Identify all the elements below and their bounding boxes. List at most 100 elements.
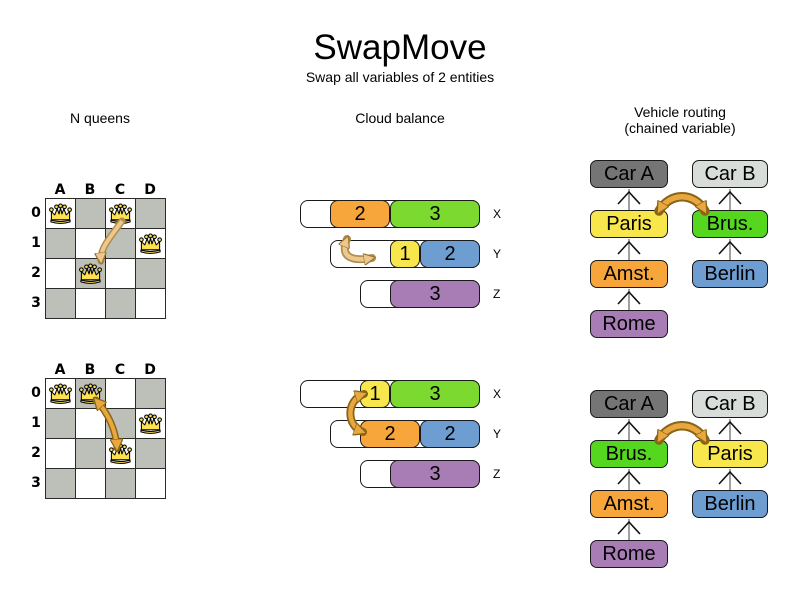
- board-column-label: A: [54, 182, 66, 198]
- section-header-nqueens: N queens: [70, 110, 130, 126]
- process-value: 1: [399, 242, 411, 265]
- board-column-label: A: [54, 362, 66, 378]
- chain-node-berlin: Berlin: [692, 260, 768, 288]
- process-value: 2: [384, 422, 396, 445]
- board-row-label: 0: [31, 385, 41, 401]
- swap-arrow-icon: [82, 386, 130, 461]
- queen-icon: [77, 262, 104, 285]
- swap-arrow-icon: [346, 385, 376, 436]
- board-column-label: B: [84, 182, 96, 198]
- computer-label: Z: [493, 467, 501, 481]
- board-cell: [136, 469, 165, 498]
- chain-node-rome: Rome: [590, 310, 668, 338]
- board-cell: [46, 439, 75, 468]
- chain-node-brus: Brus.: [692, 210, 768, 238]
- process-block: 2: [420, 420, 480, 448]
- process-value: 2: [444, 422, 456, 445]
- chain-arrow-icon: [607, 418, 651, 440]
- queen-icon: [47, 382, 74, 405]
- chain-node-carb: Car B: [692, 390, 768, 418]
- board-column-label: C: [114, 182, 126, 198]
- board-cell: [76, 469, 105, 498]
- process-block: 3: [390, 280, 480, 308]
- board-column-label: C: [114, 362, 126, 378]
- board-row-label: 3: [31, 475, 41, 491]
- process-value: 3: [429, 382, 441, 405]
- board-row-label: 2: [31, 445, 41, 461]
- swap-arrow-icon: [654, 421, 710, 445]
- chain-node-cara: Car A: [590, 390, 668, 418]
- chain-arrow-icon: [607, 188, 651, 210]
- process-value: 1: [369, 382, 381, 405]
- queen-icon: [47, 202, 74, 225]
- process-value: 3: [429, 462, 441, 485]
- chain-node-paris: Paris: [590, 210, 668, 238]
- swap-arrow-icon: [654, 192, 710, 216]
- board-cell: [46, 409, 75, 438]
- board-column-label: B: [84, 362, 96, 378]
- board-cell: [106, 289, 135, 318]
- board-cell: [136, 199, 165, 228]
- chain-arrow-icon: [607, 518, 651, 540]
- board-row-label: 1: [31, 415, 41, 431]
- chain-arrow-icon: [607, 238, 651, 260]
- board-cell: [76, 289, 105, 318]
- board-cell: [106, 259, 135, 288]
- queen-icon: [137, 412, 164, 435]
- board-grid: [45, 198, 166, 319]
- board-cell: [136, 439, 165, 468]
- board-row-label: 0: [31, 205, 41, 221]
- chain-arrow-icon: [708, 238, 752, 260]
- swap-arrow-icon: [90, 217, 126, 275]
- chain-node-brus: Brus.: [590, 440, 668, 468]
- computer-label: X: [493, 207, 502, 221]
- page-title: SwapMove: [313, 28, 487, 67]
- vehicle-header-line2: (chained variable): [624, 120, 736, 136]
- process-block: 2: [330, 200, 390, 228]
- computer-label: X: [493, 387, 502, 401]
- board-cell: [136, 289, 165, 318]
- process-value: 3: [429, 282, 441, 305]
- process-block: 3: [390, 200, 480, 228]
- computer-label: Z: [493, 287, 501, 301]
- board-cell: [76, 199, 105, 228]
- board-cell: [46, 289, 75, 318]
- process-block: 1: [390, 240, 420, 268]
- nqueens-board-after: A B C D 0 1 2 3: [29, 362, 179, 502]
- queen-icon: [137, 232, 164, 255]
- chain-arrow-icon: [607, 288, 651, 310]
- board-column-label: D: [144, 182, 156, 198]
- board-cell: [136, 259, 165, 288]
- chain-node-carb: Car B: [692, 160, 768, 188]
- section-header-cloud: Cloud balance: [355, 110, 445, 126]
- chain-node-berlin: Berlin: [692, 490, 768, 518]
- process-block: 2: [420, 240, 480, 268]
- board-row-label: 2: [31, 265, 41, 281]
- page-subtitle: Swap all variables of 2 entities: [305, 69, 495, 85]
- board-cell: [46, 229, 75, 258]
- swap-arrow-icon: [332, 226, 388, 266]
- chain-node-rome: Rome: [590, 540, 668, 568]
- process-block: 3: [390, 460, 480, 488]
- board-cell: [106, 469, 135, 498]
- board-cell: [46, 259, 75, 288]
- process-value: 2: [444, 242, 456, 265]
- board-cell: [136, 379, 165, 408]
- board-row-label: 1: [31, 235, 41, 251]
- chain-arrow-icon: [708, 188, 752, 210]
- chain-node-amst: Amst.: [590, 490, 668, 518]
- process-value: 2: [354, 202, 366, 225]
- board-column-label: D: [144, 362, 156, 378]
- computer-label: Y: [493, 427, 502, 441]
- queen-icon: [107, 202, 134, 225]
- chain-arrow-icon: [607, 468, 651, 490]
- vehicle-header-line1: Vehicle routing: [634, 104, 726, 120]
- process-block: 3: [390, 380, 480, 408]
- computer-label: Y: [493, 247, 502, 261]
- chain-arrow-icon: [708, 418, 752, 440]
- section-header-vehicle: Vehicle routing (chained variable): [595, 104, 765, 136]
